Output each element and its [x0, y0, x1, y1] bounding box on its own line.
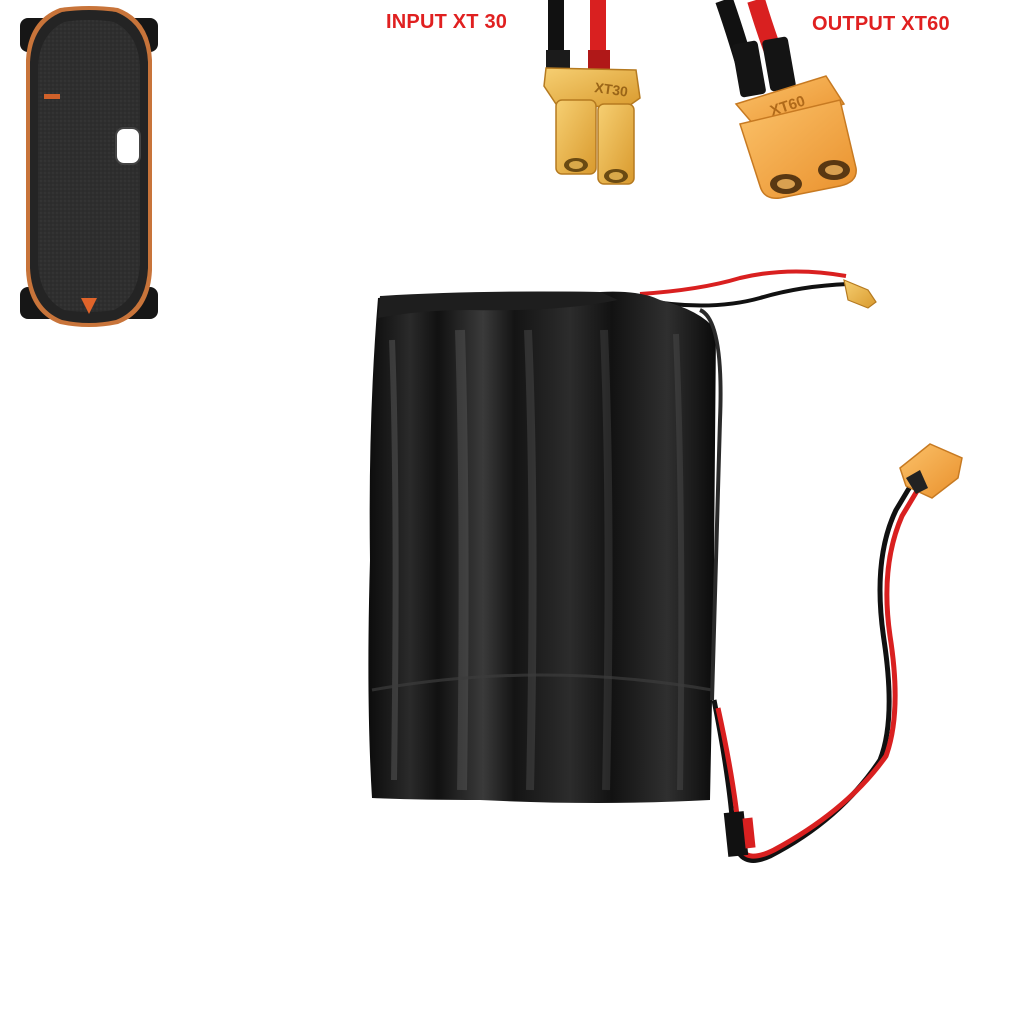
- skateboard-handle-cutout: [115, 127, 141, 165]
- xt30-connector: XT30: [543, 0, 641, 185]
- skateboard: [20, 6, 158, 327]
- skateboard-arrow-icon: [81, 298, 97, 314]
- output-connector-label: OUTPUT XT60: [812, 13, 950, 35]
- battery-pack: [368, 291, 723, 803]
- xt60-connector: XT60: [715, 0, 857, 199]
- input-connector-label: INPUT XT 30: [386, 11, 508, 33]
- skateboard-logo: [44, 94, 60, 99]
- svg-text:XT30: XT30: [594, 79, 630, 100]
- battery-input-lead: [639, 269, 877, 309]
- battery-output-lead: [711, 443, 963, 863]
